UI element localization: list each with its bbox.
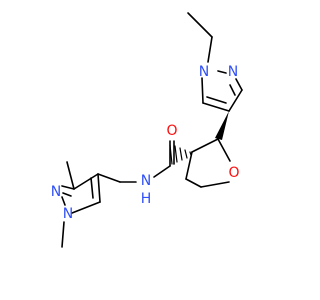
top-pz-c5-c4-double [206, 96, 227, 104]
ch2-ring [97, 173, 121, 183]
atom-n-amide: N [141, 173, 151, 189]
atom-o-ring: O [228, 165, 239, 181]
atom-n-bottom-2: N [51, 184, 61, 200]
methyl-n1 [61, 221, 65, 248]
ring-c5-c4 [185, 178, 202, 188]
bot-pz-c4-c5 [97, 173, 101, 203]
carbonyl-c-n [153, 165, 171, 178]
ring-c3-c2 [191, 138, 219, 153]
ethyl-bond-1 [187, 12, 213, 38]
bond-layer [61, 12, 243, 248]
bot-pz-c3-n2 [61, 185, 75, 190]
background [0, 0, 300, 300]
top-pz-c3-n2-double [229, 84, 236, 96]
ring-c4-c3 [185, 151, 193, 180]
hashed-bond-c3 [169, 144, 192, 165]
atom-n-bottom-1: N [63, 206, 73, 222]
atom-n-top-2: N [228, 64, 238, 80]
bot-pz-c3-n2-double [62, 192, 72, 197]
atom-n-top-1: N [199, 64, 209, 80]
molecule-canvas: N N O O N H N N [0, 0, 300, 300]
top-pz-c4-c3 [228, 89, 243, 112]
atom-o-carbonyl: O [166, 123, 177, 139]
structure-diagram: N N O O N H N N [0, 0, 300, 300]
top-pz-n1-c5 [201, 77, 204, 104]
bot-pz-c5-n1 [71, 201, 101, 214]
methyl-c3 [66, 161, 75, 190]
top-pz-c3-n2 [235, 78, 243, 91]
atom-h-amide: H [141, 191, 152, 207]
top-pz-c5-c4 [202, 102, 230, 112]
ring-c2-o [217, 138, 231, 162]
ring-o-c5 [200, 181, 230, 188]
wedge-c2 [215, 111, 229, 140]
ethyl-bond-2 [207, 36, 213, 63]
bot-pz-c4-c5-double [90, 177, 94, 199]
bot-pz-c4-c3 [73, 173, 99, 190]
top-pz-n1-n2 [217, 70, 227, 74]
atom-label-layer: N N O O N H N N [51, 64, 240, 222]
bot-pz-n1-n2 [61, 196, 66, 206]
